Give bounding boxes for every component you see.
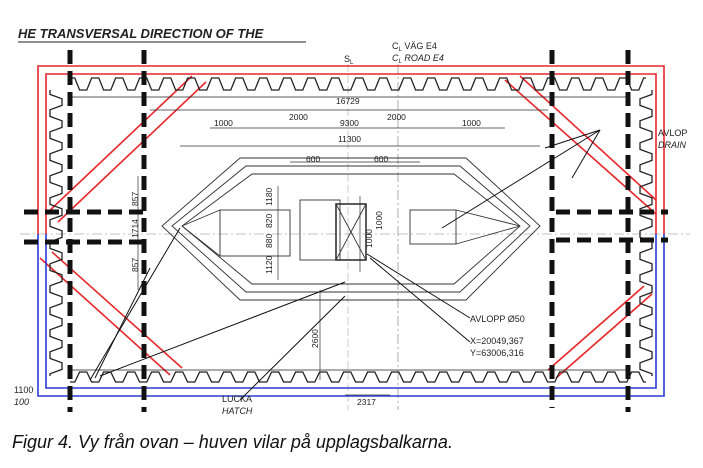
hood-outline [161, 157, 541, 301]
structural-drawing: HE TRANSVERSAL DIRECTION OF THE CL VÄG E… [14, 26, 690, 416]
label-drain-right: DRAIN [658, 140, 687, 150]
corrugated-beam-top [70, 77, 646, 98]
dim-1000-right: 1000 [462, 118, 481, 128]
label-lucka: LUCKA [222, 394, 252, 404]
dim-1714: 1714 [130, 219, 140, 238]
label-coord-y: Y=63006,316 [470, 348, 524, 358]
corrugated-side-left [49, 90, 63, 376]
dim-2317: 2317 [357, 397, 376, 407]
dim-857-bottom: 857 [130, 258, 140, 272]
figure-caption: Figur 4. Vy från ovan – huven vilar på u… [12, 432, 453, 452]
dim-600-right: 600 [374, 154, 388, 164]
dim-11300: 11300 [338, 134, 361, 144]
drawing-title: HE TRANSVERSAL DIRECTION OF THE [18, 26, 264, 41]
dim-1000-left: 1000 [214, 118, 233, 128]
dim-857-top: 857 [130, 192, 140, 206]
dim-1000-v1: 1000 [364, 229, 374, 248]
s-label: SL [344, 54, 354, 66]
red-frame [37, 65, 665, 379]
blue-frame [37, 234, 665, 397]
dim-overall: 16729 [336, 96, 360, 106]
dim-820: 820 [264, 214, 274, 228]
dim-600-left: 600 [306, 154, 320, 164]
dim-2000-right: 2000 [387, 112, 406, 122]
label-avlopp-right: AVLOP [658, 128, 687, 138]
label-coord-x: X=20049,367 [470, 336, 524, 346]
label-left-100: 100 [14, 397, 29, 407]
cl-label-1: CL VÄG E4 [392, 41, 437, 53]
dim-1120: 1120 [264, 255, 274, 274]
dashed-markers [24, 50, 668, 412]
dim-1000-v2: 1000 [374, 211, 384, 230]
dim-2000-left: 2000 [289, 112, 308, 122]
cl-label-2: CL ROAD E4 [392, 53, 444, 65]
dim-2600: 2600 [310, 329, 320, 348]
dim-1180: 1180 [264, 187, 274, 206]
dim-9300: 9300 [340, 118, 359, 128]
leader-lines [89, 129, 601, 401]
label-avlopp-d50: AVLOPP Ø50 [470, 314, 525, 324]
corrugated-beam-bottom [70, 369, 646, 383]
dim-880: 880 [264, 234, 274, 248]
label-left-1100: 1100 [14, 385, 33, 395]
label-hatch: HATCH [222, 406, 253, 416]
corrugated-side-right [639, 90, 653, 376]
